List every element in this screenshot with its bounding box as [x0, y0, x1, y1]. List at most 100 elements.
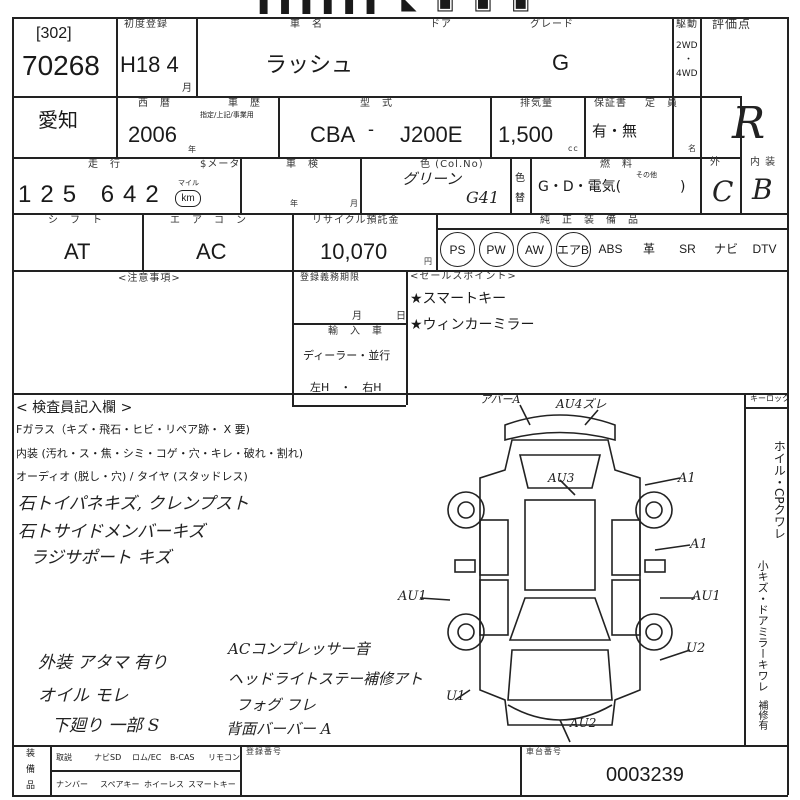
fuel-value: G・D・電気(	[538, 179, 622, 195]
exterior-value: C	[712, 175, 734, 208]
recycle-unit: 円	[424, 257, 433, 266]
rear-right-wheel	[635, 491, 673, 529]
right-note-1: ACコンプレッサー音	[228, 640, 370, 658]
right-rear-door	[611, 519, 641, 576]
equipment-5: ABS	[598, 241, 623, 256]
first-reg-month-label: 月	[182, 83, 193, 94]
recycle-label: リサイクル預託金	[312, 215, 400, 226]
inspection-label: 車 歴	[228, 98, 261, 109]
equipment-1: PS	[440, 232, 475, 267]
import-label: 輸 入 車	[328, 326, 383, 337]
handwritten-note-1: 石トイパネキズ, クレンプスト	[18, 494, 249, 514]
first-reg-label: 初度登録	[124, 19, 168, 30]
rear-spoiler	[504, 414, 616, 442]
rear-window	[518, 454, 602, 489]
rating-label: 評価点	[712, 17, 752, 31]
windshield	[508, 597, 612, 641]
model-value: J200E	[400, 122, 463, 147]
displacement-value: 1,500	[498, 122, 554, 147]
footer-item-4: B-CAS	[170, 753, 195, 762]
right-note-2: ヘッドライトステー補修アト	[228, 670, 424, 688]
footer-item2-2: スペアキー	[100, 780, 140, 789]
equipment-7: SR	[679, 241, 696, 256]
fuel-label: 燃 料	[600, 159, 633, 170]
diagram-mark-5: A1	[690, 537, 708, 552]
diagram-mark-3: AU3	[548, 471, 575, 485]
displacement-label: 排気量	[520, 98, 553, 109]
handwritten-note-2: 石トサイドメンバーキズ	[18, 522, 205, 542]
inspection-title: < 検査員記入欄 >	[16, 400, 133, 416]
front-left-wheel	[447, 613, 485, 651]
handwritten-note-3: ラジサポート キズ	[30, 548, 172, 568]
interior-label: 内 装	[750, 157, 777, 168]
shift-label: シ フ ト	[48, 215, 103, 226]
chassis-label: 車台番号	[526, 747, 562, 756]
drive-2wd: 2WD	[676, 41, 698, 51]
diagram-mark-1: アバーA	[480, 393, 521, 406]
sales-date-label: 登録義務期限	[300, 273, 361, 283]
footer-item-5: リモコン	[208, 753, 240, 762]
diagram-mark-6: AU1	[398, 589, 427, 604]
warranty-label: 保証書	[594, 98, 627, 109]
front-bumper	[507, 704, 613, 721]
model-label: 型 式	[360, 98, 393, 109]
right-note-3: フォグ フレ	[236, 696, 316, 714]
footer-item2-4: スマートキー	[188, 780, 236, 789]
exterior-label: 外	[710, 157, 721, 168]
right-mirror	[644, 559, 666, 573]
year-unit: 年	[188, 145, 197, 154]
equipment-8: ナビ	[713, 242, 738, 256]
glass-line: Fガラス（キズ・飛石・ヒビ・リペア跡・ X 要)	[16, 423, 250, 436]
warranty-value: 有・無	[592, 122, 638, 140]
diagram-mark-9: U1	[446, 689, 466, 704]
year-label: 西 暦	[138, 98, 171, 109]
sales-point-1: ★スマートキー	[410, 291, 507, 307]
ac-value: AC	[196, 239, 227, 264]
car-name: ラッシュ	[265, 52, 354, 77]
import-value: ディーラー・並行	[303, 349, 391, 362]
grade-label: グレード	[530, 19, 574, 30]
fuel-other: その他	[636, 171, 657, 179]
footer-label-2: 備	[26, 765, 36, 775]
lot-bracket: [302]	[36, 25, 72, 42]
color-code: G41	[466, 188, 500, 207]
notes-label: <注意事項>	[118, 273, 181, 284]
diagram-mark-8: U2	[686, 641, 706, 656]
drive-label: 駆動	[676, 19, 698, 30]
roof	[524, 499, 596, 591]
inspection-year-unit: 年	[290, 199, 299, 208]
drive-dot: ・	[684, 55, 694, 65]
equipment-6: 革	[642, 242, 655, 256]
footer-item-2: ナビSD	[94, 753, 122, 762]
color-change-2: 替	[515, 193, 525, 204]
hood	[507, 649, 613, 701]
equipment-2: PW	[478, 232, 514, 267]
footer-item2-3: ホイーレス	[144, 780, 184, 789]
handwritten-note-5: オイル モレ	[38, 686, 129, 706]
left-rear-door	[479, 519, 509, 576]
year-value: 2006	[128, 122, 177, 147]
footer-item-1: 取説	[56, 753, 72, 762]
sales-point-label: <セールスポイント>	[410, 271, 517, 282]
equipment-3: AW	[517, 232, 552, 267]
lot-number: 70268	[22, 50, 100, 81]
handwritten-note-4: 外装 アタマ 有り	[38, 653, 168, 673]
grade: G	[552, 50, 570, 75]
sheet-title-fragment: ▌▌▌▌▌▌ ◣ ▣ ▣ ▣	[260, 0, 537, 14]
model-prefix: CBA	[310, 122, 356, 147]
side-vertical-1: ホイル・CPクワレ	[772, 440, 787, 540]
inspection-note: 指定/上記/事業用	[200, 111, 254, 119]
door-label: ドア	[430, 19, 452, 30]
footer-item2-1: ナンバー	[56, 780, 88, 789]
capacity-label: 定 員	[645, 98, 678, 109]
mileage-label: 走 行	[88, 159, 121, 170]
diagram-mark-10: AU2	[570, 716, 597, 730]
rear-left-wheel	[447, 491, 485, 529]
fuel-close: )	[680, 179, 686, 195]
equipment-4: エアB	[555, 232, 591, 267]
side-vertical-2: 小キズ・ドアミラーキワレ	[756, 560, 770, 692]
interior-line: 内装 (汚れ・ス・焦・シミ・コゲ・穴・キレ・破れ・割れ)	[16, 447, 304, 460]
sales-month-unit: 月	[352, 311, 363, 322]
